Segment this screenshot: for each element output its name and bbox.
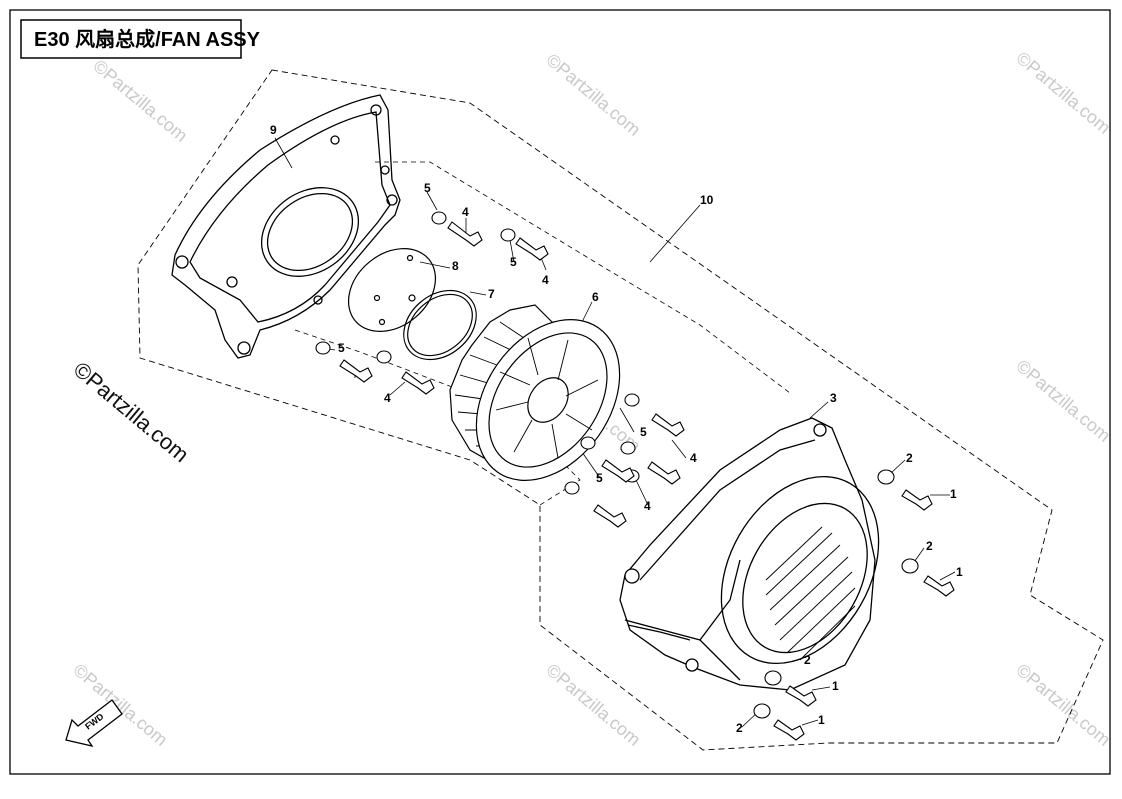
- callout-5b: 5: [510, 255, 517, 269]
- callout-5e: 5: [596, 471, 603, 485]
- callout-10: 10: [700, 193, 714, 207]
- callout-6: 6: [592, 290, 599, 304]
- assembly-boundary: [137, 69, 1104, 751]
- callout-1c: 1: [832, 679, 839, 693]
- callout-2d: 2: [736, 721, 743, 735]
- callout-4d: 4: [690, 451, 697, 465]
- washer: [431, 211, 447, 225]
- callout-2c: 2: [804, 653, 811, 667]
- callout-1b: 1: [956, 565, 963, 579]
- callout-5d: 5: [640, 425, 647, 439]
- title-box: E30 风扇总成/FAN ASSY: [20, 19, 261, 59]
- callout-9: 9: [270, 123, 277, 137]
- callout-1d: 1: [818, 713, 825, 727]
- watermark-7: ©Partzilla.com: [542, 660, 644, 750]
- callout-7: 7: [488, 287, 495, 301]
- callout-4c: 4: [384, 391, 391, 405]
- watermark-1: ©Partzilla.com: [89, 56, 191, 146]
- callout-numbers: 9 10 8 7 6 3 5 4 5 4 5 4 5 4 5 4 2 1 2 1…: [270, 123, 963, 735]
- callout-2a: 2: [906, 451, 913, 465]
- fwd-arrow: FWD: [65, 699, 123, 748]
- watermark-dark: ©Partzilla.com: [69, 357, 194, 468]
- gasket-plate: [347, 248, 437, 332]
- outer-border: [9, 9, 1111, 775]
- fan-shroud-plate: [171, 94, 401, 359]
- callout-8: 8: [452, 259, 459, 273]
- diagram-title: E30 风扇总成/FAN ASSY: [34, 27, 261, 51]
- fan-cover: [619, 417, 880, 691]
- callout-4a: 4: [462, 205, 469, 219]
- callout-2b: 2: [926, 539, 933, 553]
- watermark-2: ©Partzilla.com: [542, 50, 644, 140]
- callout-4e: 4: [644, 499, 651, 513]
- callout-1a: 1: [950, 487, 957, 501]
- callout-3: 3: [830, 391, 837, 405]
- watermark-3: ©Partzilla.com: [1012, 48, 1114, 138]
- fasteners: [315, 211, 955, 741]
- watermark-5: ©Partzilla.com: [1012, 356, 1114, 446]
- cover-grille: [765, 526, 856, 661]
- watermark-8: ©Partzilla.com: [1012, 660, 1114, 750]
- callout-5c: 5: [338, 341, 345, 355]
- o-ring: [403, 289, 477, 361]
- callout-4b: 4: [542, 273, 549, 287]
- callout-5a: 5: [424, 181, 431, 195]
